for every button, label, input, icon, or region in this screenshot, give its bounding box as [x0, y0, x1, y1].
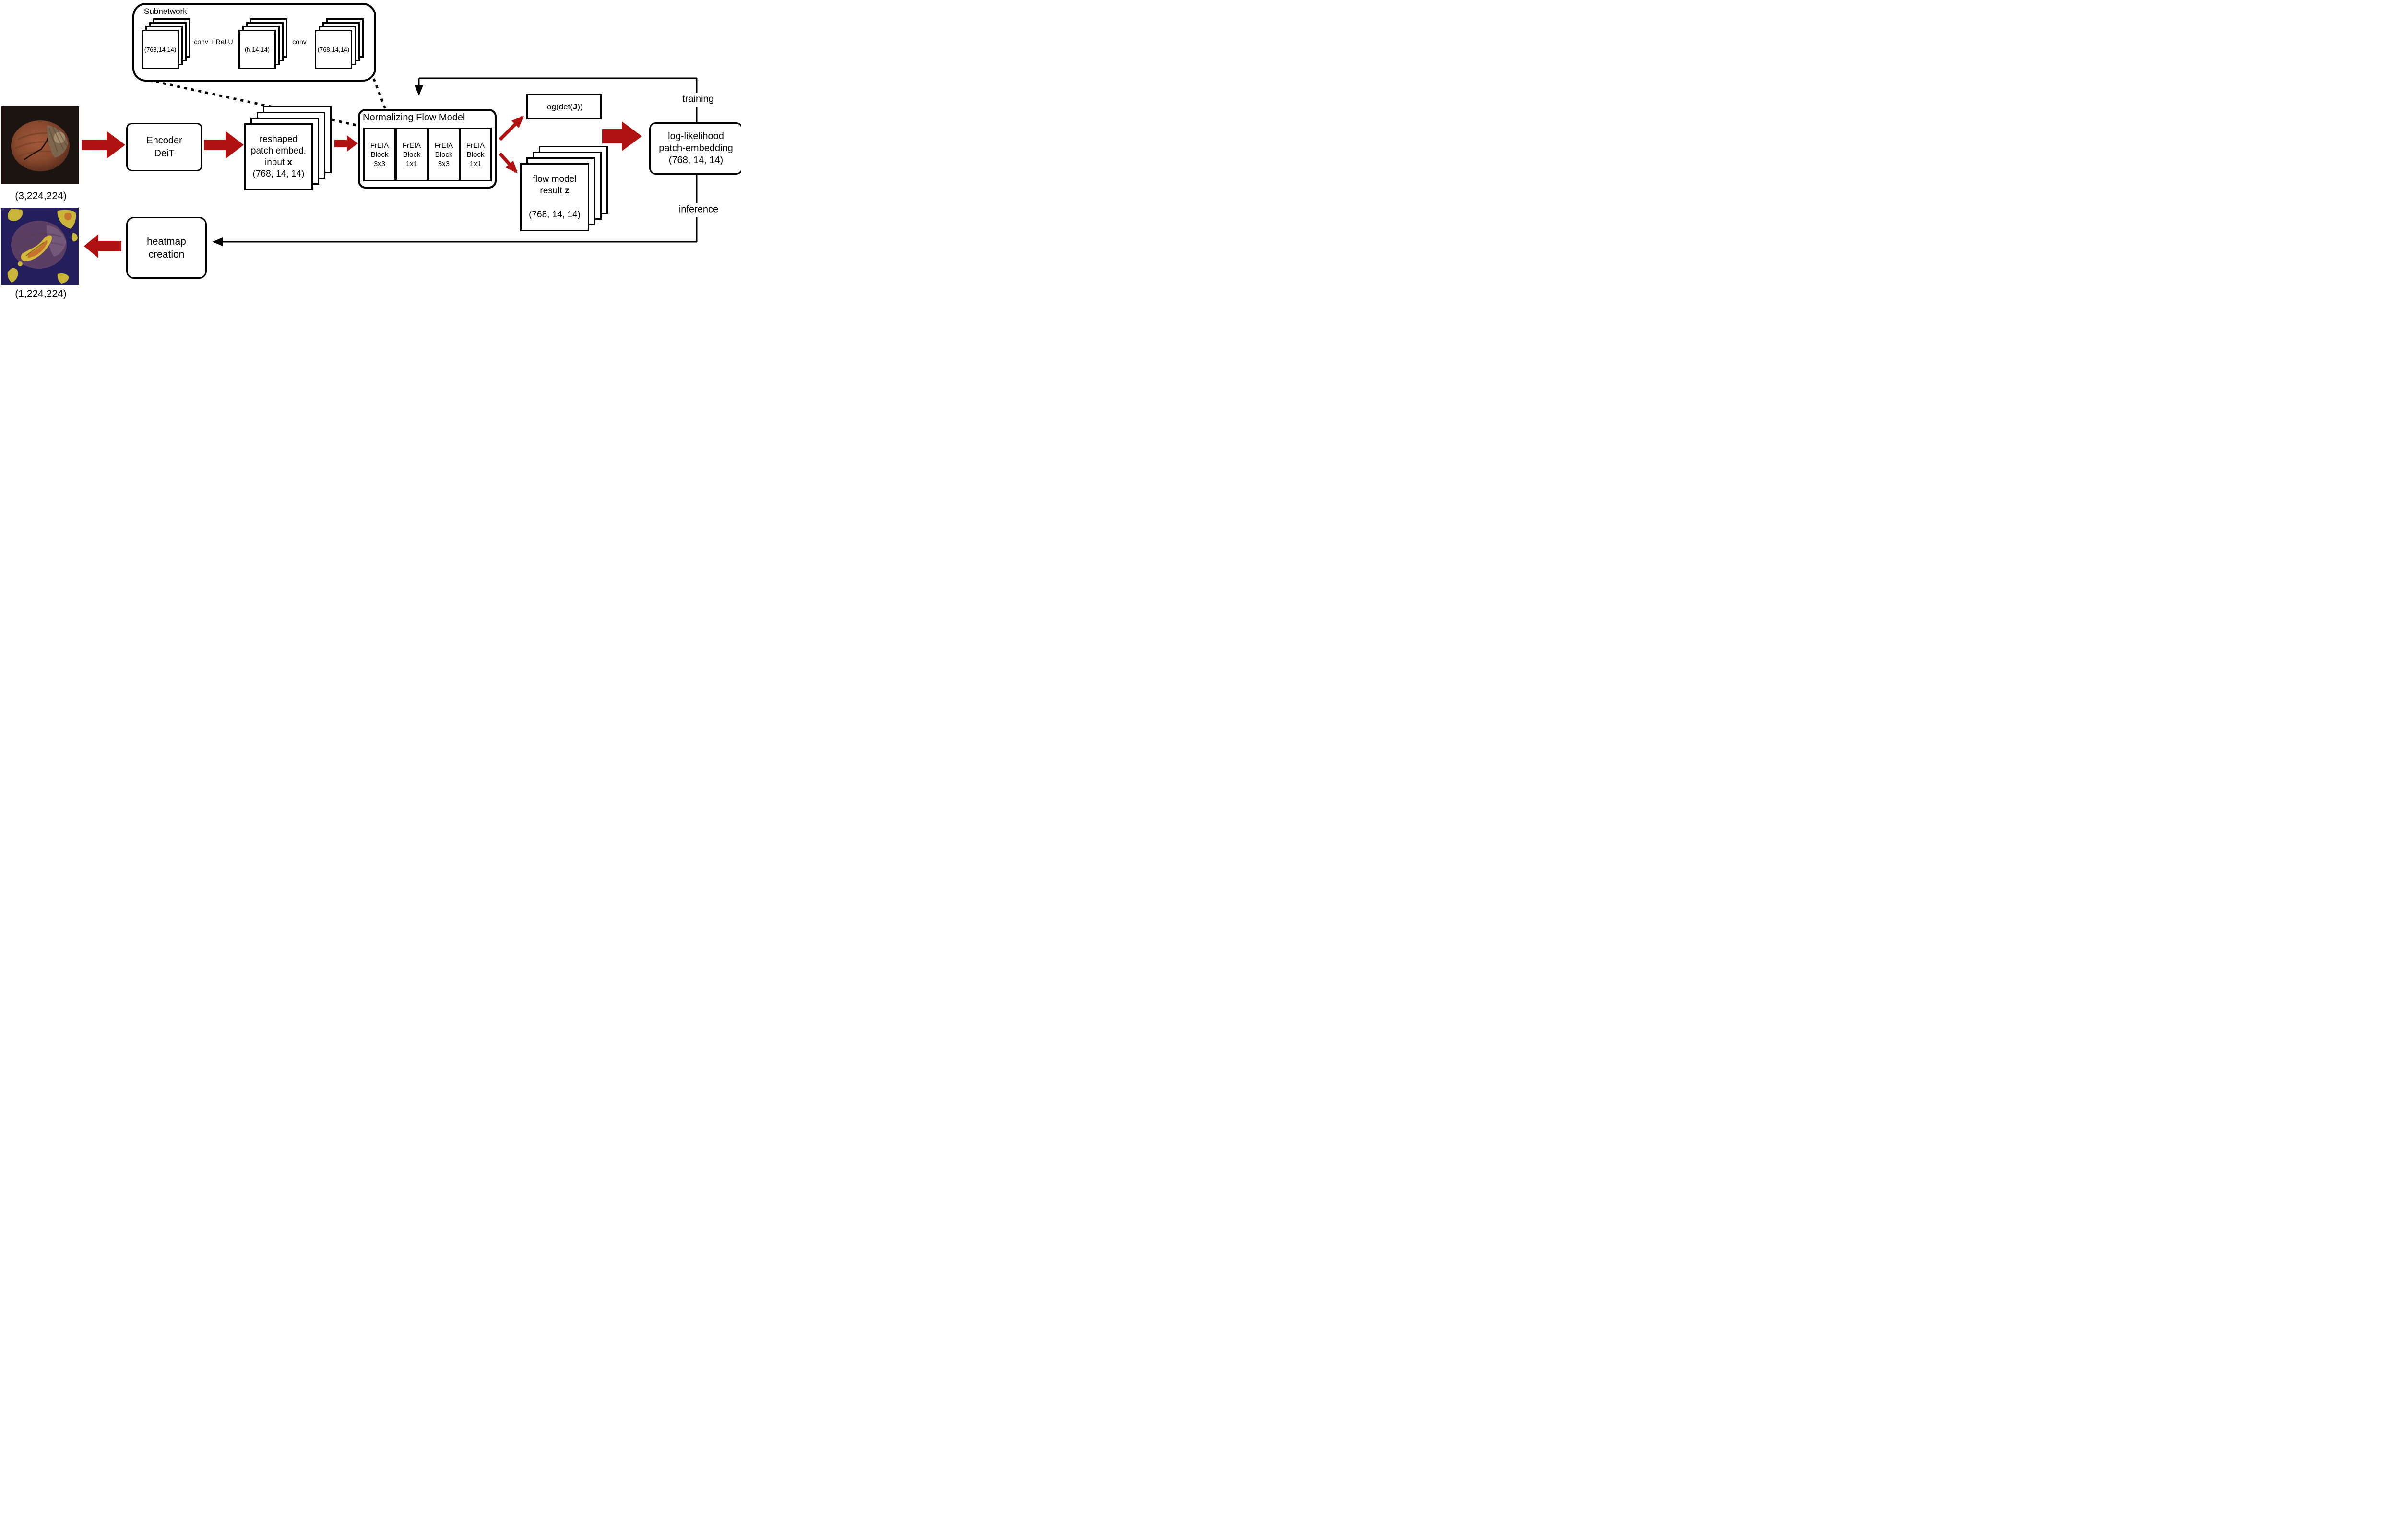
subnetwork-stack-in: (768,14,14)	[142, 18, 190, 69]
arrow-nfm-to-logdet	[499, 115, 524, 141]
dotted-link-subnetwork-left	[142, 77, 359, 127]
patch-stack-label: reshaped patch embed. input x (768, 14, …	[250, 134, 307, 179]
logdet-label: log(det(J))	[545, 102, 583, 111]
arrow-patch-to-nfm	[334, 135, 358, 152]
loglikelihood-box: log-likelihood patch-embedding (768, 14,…	[649, 122, 741, 175]
inference-label: inference	[677, 204, 720, 215]
input-image	[1, 106, 79, 184]
conv-relu-label: conv + ReLU	[194, 38, 233, 46]
anomaly-blob	[57, 273, 69, 284]
patch-embedding-stack: reshaped patch embed. input x (768, 14, …	[244, 106, 332, 190]
training-label: training	[681, 94, 715, 105]
stack-label: (768,14,14)	[144, 46, 177, 53]
subnetwork-stack-out: (768,14,14)	[315, 18, 364, 69]
arrow-image-to-encoder	[82, 131, 125, 159]
arrow-nfm-to-z	[499, 152, 518, 174]
logdet-box: log(det(J))	[526, 94, 602, 119]
arrow-to-loglikelihood	[602, 121, 642, 151]
hazelnut-crack	[24, 137, 49, 161]
anomaly-blob	[7, 268, 18, 283]
stack-page: flow model result z (768, 14, 14)	[520, 163, 589, 231]
stack-label: (h,14,14)	[244, 46, 270, 53]
z-stack-label: flow model result z (768, 14, 14)	[529, 174, 581, 220]
subnetwork-stack-mid: (h,14,14)	[238, 18, 287, 69]
stack-page: (768,14,14)	[315, 30, 352, 69]
subnetwork-title: Subnetwork	[144, 7, 187, 16]
encoder-box: Encoder DeiT	[126, 123, 202, 171]
connector-layer	[82, 46, 698, 258]
stack-label: (768,14,14)	[317, 46, 350, 53]
stack-page: (h,14,14)	[238, 30, 276, 69]
stack-page: reshaped patch embed. input x (768, 14, …	[244, 123, 313, 190]
stack-page: (768,14,14)	[142, 30, 179, 69]
conv-label: conv	[292, 38, 307, 46]
arrow-creation-to-heatmap	[84, 234, 121, 258]
heatmap-creation-box: heatmap creation	[126, 217, 207, 279]
nfm-title: Normalizing Flow Model	[363, 112, 465, 123]
output-shape-label: (1,224,224)	[15, 288, 67, 299]
architecture-diagram: Subnetwork (768,14,14) conv + ReLU (h,14…	[0, 0, 741, 308]
arrow-encoder-to-patch	[204, 131, 244, 159]
encoder-line1: Encoder	[146, 135, 182, 146]
dotted-link-subnetwork-right	[372, 78, 387, 109]
encoder-line2: DeiT	[154, 148, 175, 159]
output-heatmap-image	[1, 208, 79, 285]
anomaly-blob	[8, 209, 23, 221]
input-shape-label: (3,224,224)	[15, 190, 67, 201]
z-result-stack: flow model result z (768, 14, 14)	[520, 146, 608, 231]
